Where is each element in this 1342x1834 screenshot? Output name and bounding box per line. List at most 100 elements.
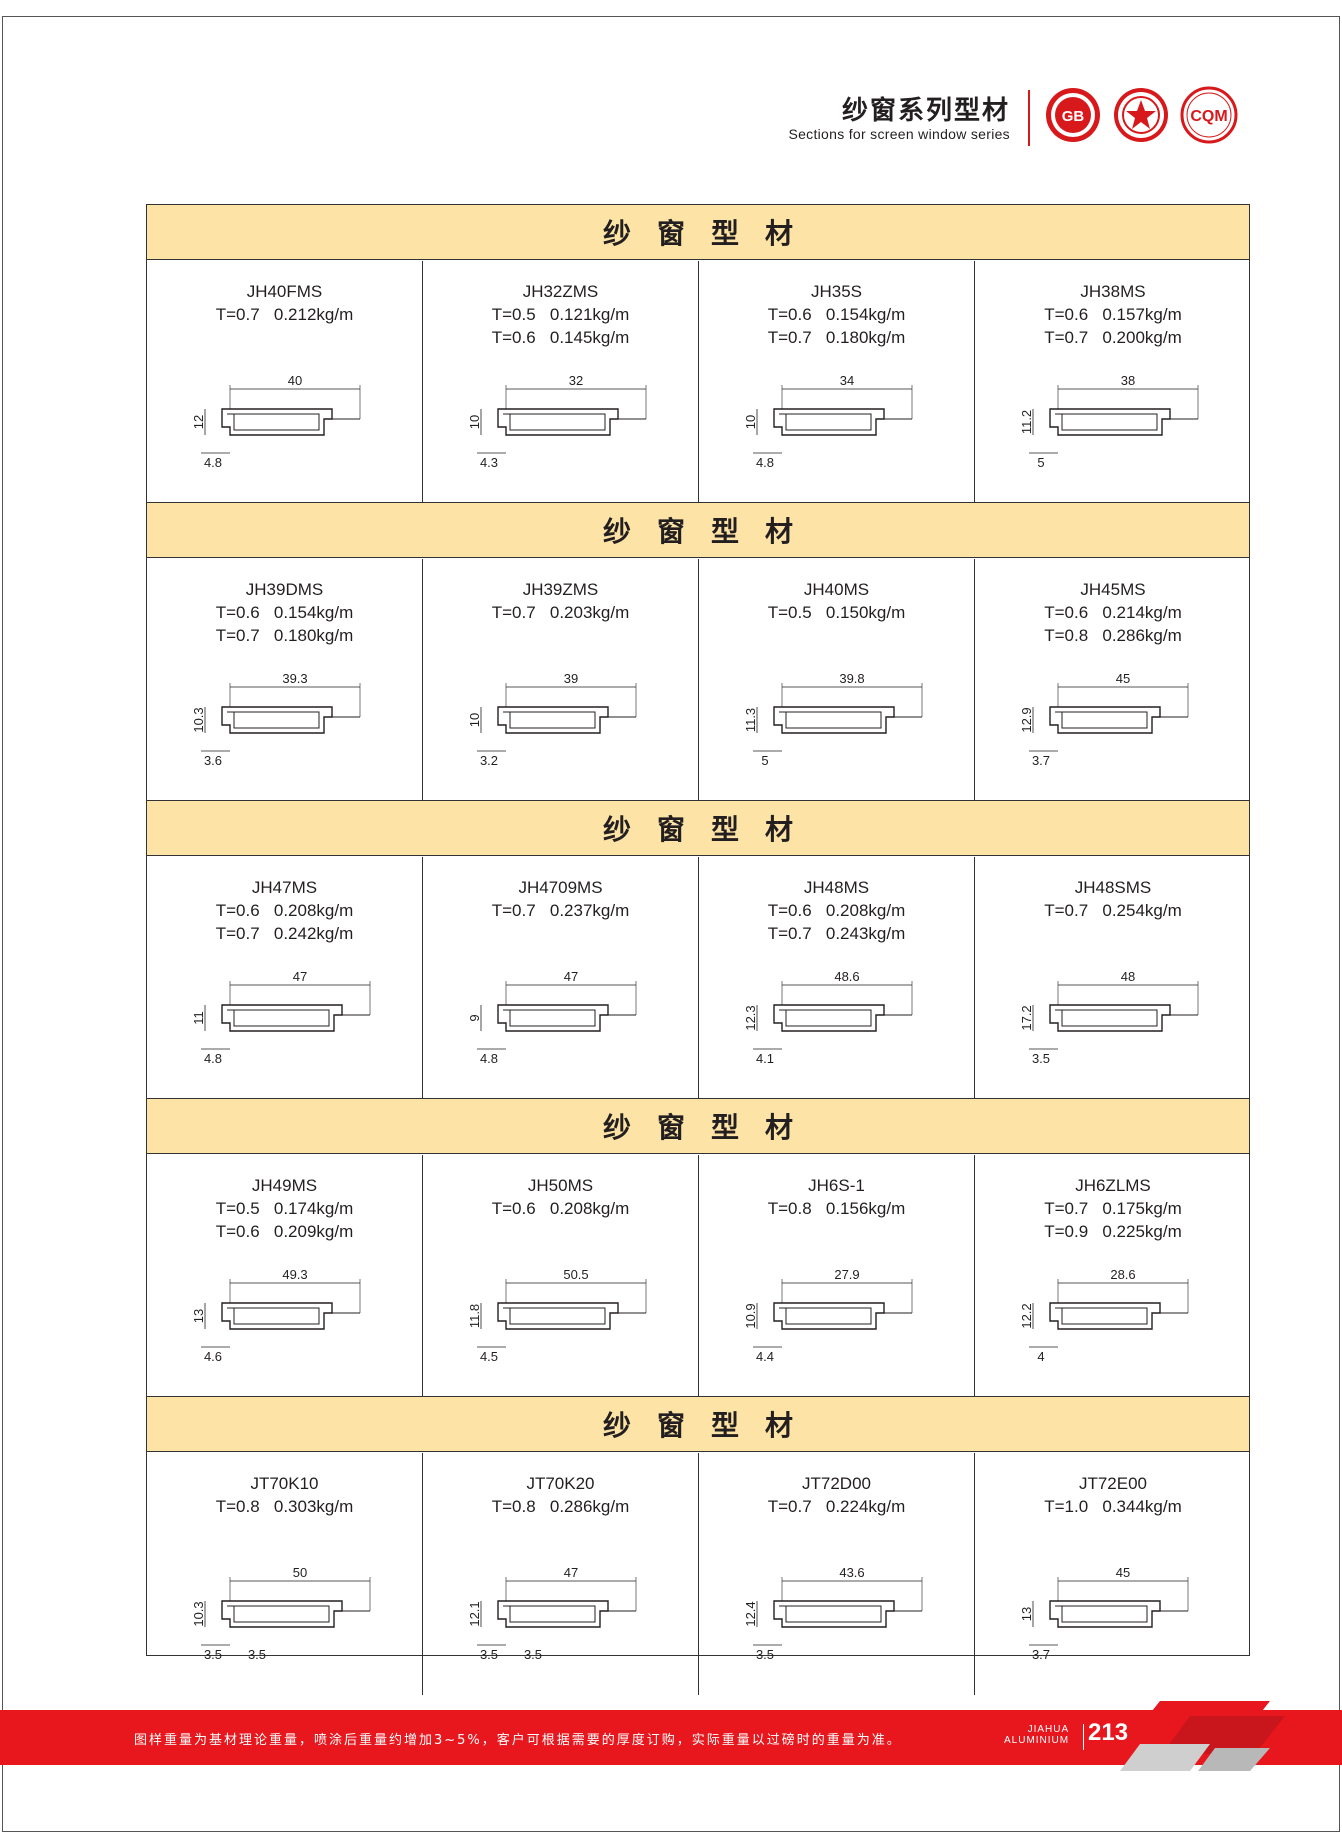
width-dimension-label: 50.5 — [563, 1267, 588, 1282]
height-dimension-label: 10 — [467, 713, 482, 727]
profile-section-drawing: 28.612.24 — [1019, 1267, 1189, 1364]
height-dimension-label: 12.3 — [743, 1005, 758, 1030]
profile-spec: T=0.9 0.225kg/m — [1044, 1222, 1182, 1241]
profile-code: JH47MS — [251, 878, 318, 897]
profile-outline — [221, 706, 333, 734]
profile-spec: T=0.6 0.208kg/m — [491, 1199, 630, 1218]
offset-dimension-label: 4.5 — [480, 1349, 498, 1364]
profile-inner-wall — [1055, 1009, 1158, 1027]
gb-logo-text: GB — [1062, 108, 1085, 125]
profile-outline — [221, 408, 333, 436]
height-dimension-label: 12.9 — [1019, 707, 1034, 732]
height-dimension-label: 17.2 — [1019, 1005, 1034, 1030]
height-dimension-label: 11 — [191, 1011, 206, 1025]
quality-seal-logo — [1114, 88, 1168, 142]
profile-spec: T=0.5 0.121kg/m — [491, 305, 630, 324]
section-band-title: 纱窗型材 — [147, 1397, 1249, 1452]
height-dimension-label: 12.1 — [467, 1601, 482, 1626]
profile-spec: T=0.6 0.154kg/m — [767, 305, 906, 324]
brand-separator — [1083, 1724, 1084, 1750]
height-dimension-label: 13 — [191, 1309, 206, 1323]
profile-section-drawing: 39.310.33.6 — [191, 671, 361, 768]
width-dimension-label: 32 — [569, 373, 583, 388]
height-dimension-label: 10.3 — [191, 1601, 206, 1626]
brand-mark: JIAHUA ALUMINIUM — [1004, 1724, 1069, 1746]
profile-inner-wall — [779, 1307, 872, 1325]
profile-code: JT72D00 — [802, 1474, 871, 1493]
profile-spec: T=0.6 0.157kg/m — [1044, 305, 1182, 324]
profile-spec: T=0.6 0.145kg/m — [491, 328, 630, 347]
profile-inner-wall — [503, 1605, 596, 1623]
offset-dimension-label: 5 — [1037, 455, 1044, 470]
row-divider — [147, 1098, 1249, 1099]
offset-dimension-label: 4.8 — [204, 1051, 222, 1066]
width-dimension-label: 39.3 — [282, 671, 307, 686]
profile-spec: T=0.7 0.203kg/m — [491, 603, 630, 622]
width-dimension-label: 47 — [564, 969, 578, 984]
width-dimension-label: 28.6 — [1110, 1267, 1135, 1282]
profile-code: JH4709MS — [518, 878, 603, 897]
offset-dimension-label: 3.6 — [204, 753, 222, 768]
profile-inner-wall — [227, 413, 320, 431]
offset-dimension-label: 3.2 — [480, 753, 498, 768]
header-divider — [1028, 90, 1030, 146]
page-title: 纱窗系列型材 — [841, 96, 1010, 126]
profile-code: JT70K20 — [526, 1474, 595, 1493]
profile-spec: T=0.6 0.208kg/m — [215, 901, 354, 920]
width-dimension-label: 34 — [840, 373, 854, 388]
height-dimension-label: 10 — [743, 415, 758, 429]
width-dimension-label: 50 — [293, 1565, 307, 1580]
cqm-certification-logo: CQM — [1180, 86, 1238, 144]
profile-code: JH35S — [810, 282, 863, 301]
profile-code: JH48MS — [803, 878, 870, 897]
page-subtitle: Sections for screen window series — [788, 126, 1010, 142]
profile-outline — [221, 1600, 343, 1628]
height-dimension-label: 10.9 — [743, 1303, 758, 1328]
profile-code: JH40MS — [803, 580, 870, 599]
width-dimension-label: 39.8 — [839, 671, 864, 686]
profile-section-drawing: 43.612.43.5 — [743, 1565, 923, 1662]
profile-spec: T=1.0 0.344kg/m — [1044, 1497, 1182, 1516]
profile-outline — [773, 1004, 885, 1032]
profile-inner-wall — [779, 413, 872, 431]
profile-code: JH50MS — [527, 1176, 594, 1195]
profile-inner-wall — [503, 1009, 596, 1027]
profile-outline — [1049, 408, 1171, 436]
profile-inner-wall — [227, 711, 320, 729]
profile-inner-wall — [1055, 413, 1158, 431]
profile-code: JH48SMS — [1074, 878, 1152, 897]
profile-code: JH45MS — [1080, 580, 1146, 599]
profile-inner-wall — [1055, 1307, 1148, 1325]
offset-dimension-label: 4.8 — [204, 455, 222, 470]
profile-outline — [497, 1302, 619, 1330]
profile-inner-wall — [779, 711, 882, 729]
profile-spec: T=0.7 0.180kg/m — [215, 626, 354, 645]
profile-inner-wall — [503, 1307, 606, 1325]
offset-dimension-label: 5 — [761, 753, 768, 768]
profile-code: JH32ZMS — [522, 282, 599, 301]
profile-outline — [221, 1004, 343, 1032]
height-dimension-label: 13 — [1019, 1607, 1034, 1621]
profile-spec: T=0.7 0.224kg/m — [767, 1497, 906, 1516]
profile-outline — [497, 1600, 609, 1628]
width-dimension-label: 49.3 — [282, 1267, 307, 1282]
offset-dimension-label: 3.7 — [1032, 1647, 1050, 1662]
profile-code: JH40FMS — [246, 282, 323, 301]
profile-outline — [497, 1004, 609, 1032]
